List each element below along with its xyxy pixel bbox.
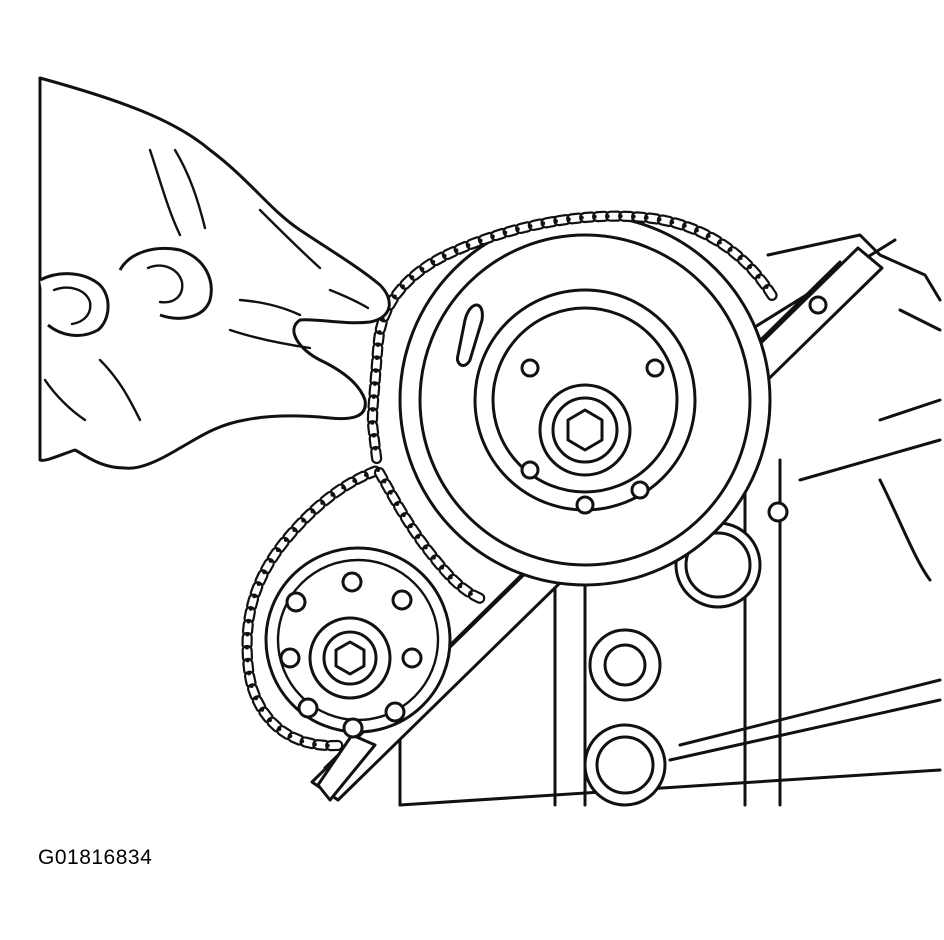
chain-pin [262, 570, 267, 575]
chain-pin [292, 528, 297, 533]
chain-pin [245, 658, 250, 663]
hand [38, 76, 391, 470]
chain-pin [657, 217, 662, 222]
figure-caption: G01816834 [38, 846, 153, 869]
chain-pin [738, 256, 743, 261]
chain-pin [244, 645, 249, 650]
chain-pin [363, 472, 368, 477]
chain-pin [370, 420, 375, 425]
chain-pin [310, 509, 315, 514]
chain-pin [553, 219, 558, 224]
chain-pin [515, 227, 520, 232]
chain-pin [440, 565, 445, 570]
timing-chain [241, 210, 778, 752]
chain-pin [395, 501, 400, 506]
chain-pin [717, 240, 722, 245]
chain-pin [410, 275, 415, 280]
chain-pin [373, 368, 378, 373]
chain-pin [728, 247, 733, 252]
chain-pin [401, 513, 406, 518]
chain-pin [268, 558, 273, 563]
chain-pin [374, 355, 379, 360]
chain-pin [388, 490, 393, 495]
chain-pin [376, 343, 380, 347]
chain-pin [420, 267, 425, 272]
chain-pin [478, 238, 483, 243]
chain-pin [756, 274, 761, 279]
chain-pin [252, 594, 257, 599]
chain-pin [541, 221, 546, 226]
chain-pin [249, 684, 254, 689]
chain-pin [466, 243, 471, 248]
chain-link [467, 589, 486, 604]
chain-pin [706, 233, 711, 238]
chain-pin [631, 214, 636, 219]
chain-pin [392, 294, 397, 299]
chain-pin [644, 215, 649, 220]
chain-pin [682, 223, 687, 228]
timing-chain-line-drawing [38, 76, 942, 807]
chain-pin [448, 575, 453, 580]
chain-pin [320, 500, 325, 505]
chain-pin [382, 479, 387, 484]
chain-pin [490, 234, 495, 239]
chain-pin [764, 285, 769, 290]
chain-pin [442, 253, 447, 258]
chain-pin [454, 248, 459, 253]
chain-pin [330, 492, 335, 497]
chain-pin [503, 230, 508, 235]
chain-link [762, 283, 778, 301]
chain-pin [468, 591, 473, 596]
chain-pin [301, 518, 306, 523]
chain-pin [400, 284, 405, 289]
chain-pin [431, 259, 436, 264]
camshaft-sprocket [398, 213, 772, 587]
chain-pin [408, 524, 413, 529]
chain-pin [254, 696, 259, 701]
chain-pin [312, 742, 317, 747]
chain-pin [283, 537, 288, 542]
chain-pin [373, 446, 378, 451]
chain-pin [288, 734, 293, 739]
chain-pin [694, 228, 699, 233]
chain-pin [256, 581, 261, 586]
chain-pin [246, 619, 251, 624]
chain-pin [371, 433, 376, 438]
chain-pin [325, 743, 330, 748]
chain-pin [458, 584, 463, 589]
chain-pin [341, 485, 346, 490]
chain-pin [416, 534, 421, 539]
chain-pin [579, 215, 584, 220]
chain-pin [423, 545, 428, 550]
chain-pin [371, 394, 376, 399]
chain-pin [747, 265, 752, 270]
chain-pin [267, 718, 272, 723]
chain-pin [300, 739, 305, 744]
chain-pin [260, 707, 265, 712]
chain-pin [431, 555, 436, 560]
chain-pin [246, 671, 251, 676]
chain-pin [372, 381, 377, 386]
chain-pin [377, 330, 382, 335]
chain-pin [376, 468, 380, 472]
chain-pin [275, 548, 280, 553]
chain-pin [566, 217, 571, 222]
chain-pin [528, 224, 533, 229]
chain-pin [592, 214, 597, 219]
chain-pin [277, 727, 282, 732]
chain-pin [370, 407, 375, 412]
chain-pin [352, 478, 357, 483]
chain-pin [245, 632, 250, 637]
chain-pin [670, 220, 675, 225]
chain-pin [618, 214, 623, 219]
chain-pin [248, 606, 253, 611]
crankshaft-sprocket [264, 546, 452, 739]
chain-pin [605, 214, 610, 219]
